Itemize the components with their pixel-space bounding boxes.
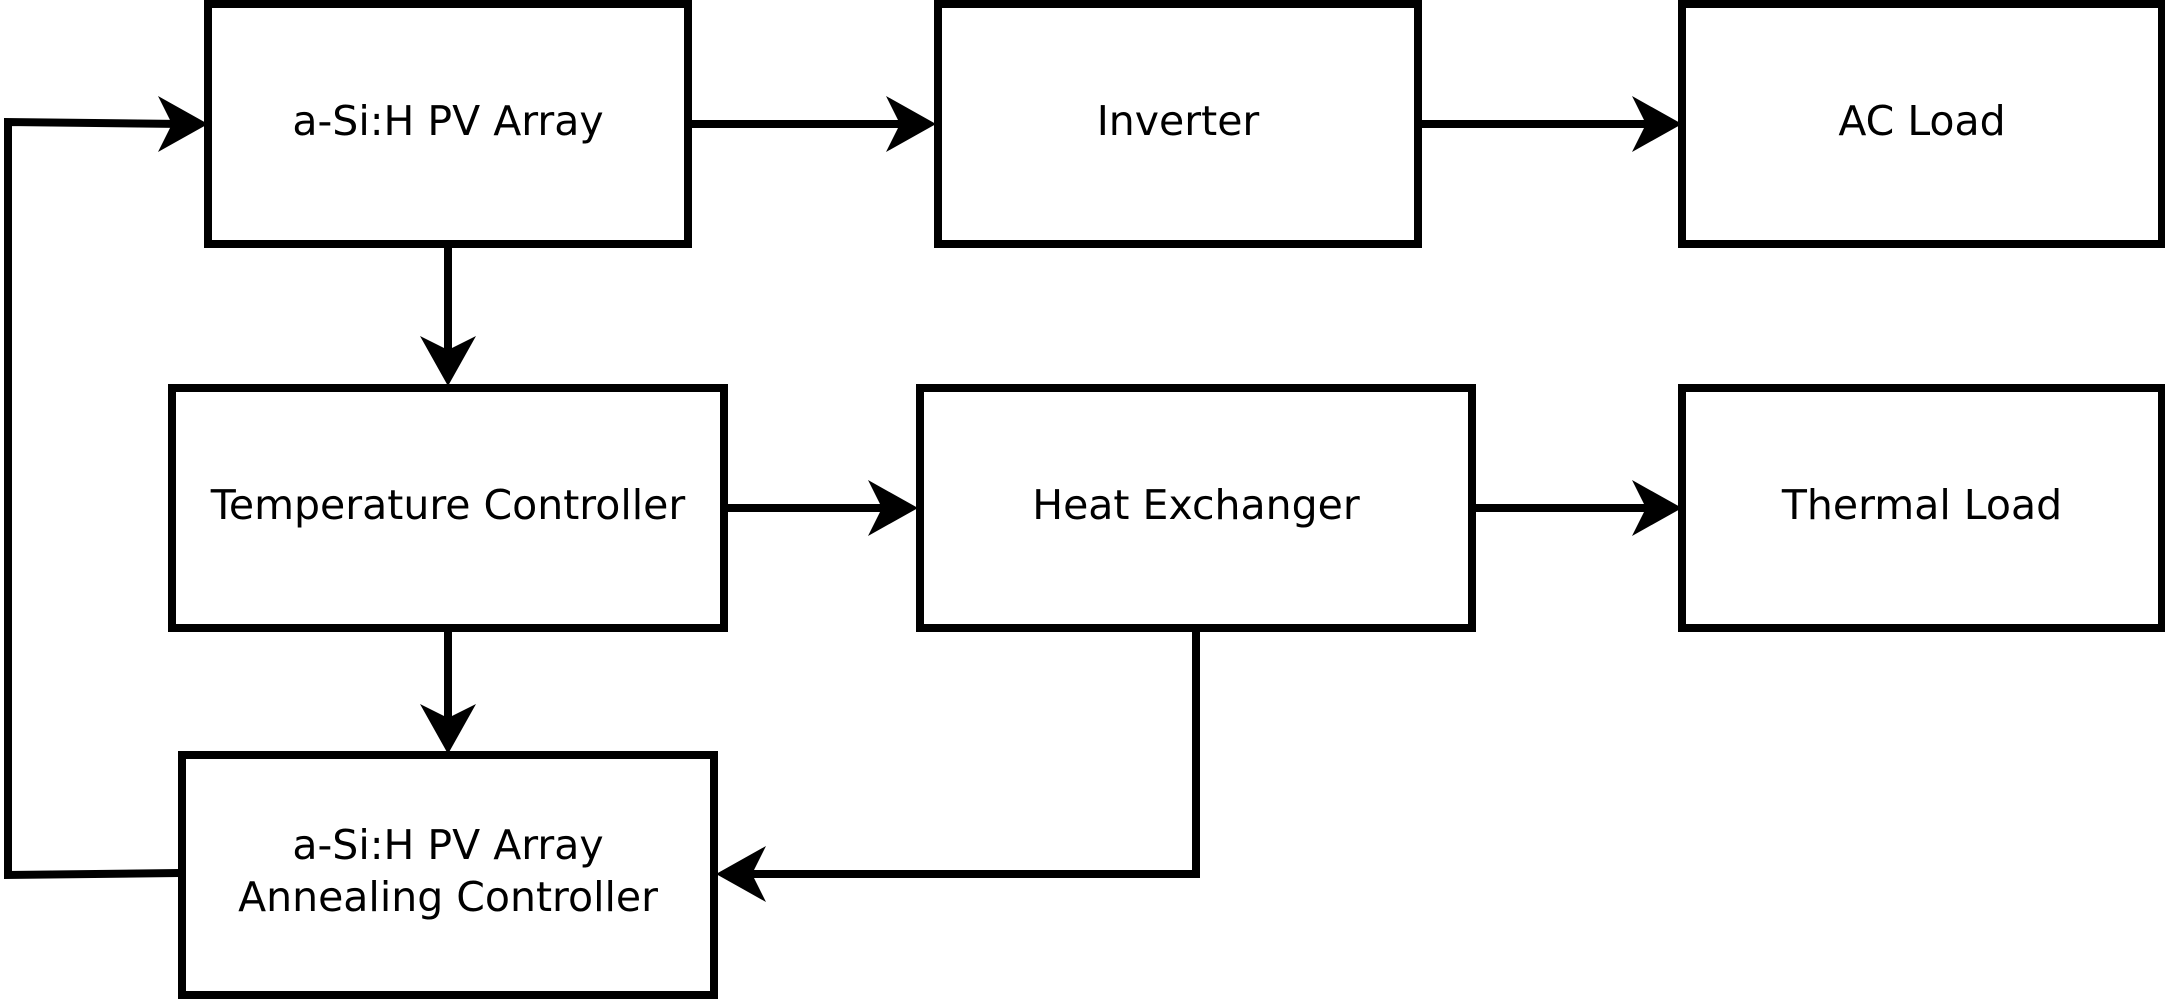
- edge-heat-exchanger-to-thermal-load: [1476, 480, 1682, 536]
- node-heat-exchanger-label: Heat Exchanger: [1032, 481, 1360, 529]
- node-thermal-load-label: Thermal Load: [1781, 481, 2062, 529]
- node-inverter: Inverter: [934, 0, 1422, 248]
- edge-pv-array-to-temperature-controller: [420, 245, 476, 386]
- edge-heat-exchanger-to-annealing-controller: [716, 630, 1200, 902]
- node-inverter-label: Inverter: [1097, 97, 1260, 145]
- node-thermal-load: Thermal Load: [1678, 384, 2165, 632]
- node-annealing-controller-label-line1: a-Si:H PV Array: [292, 821, 603, 869]
- node-pv-array: a-Si:H PV Array: [204, 0, 692, 248]
- node-pv-array-label: a-Si:H PV Array: [292, 97, 603, 145]
- edge-pv-array-to-inverter: [692, 96, 936, 152]
- edge-temperature-controller-to-annealing-controller: [420, 630, 476, 754]
- node-ac-load-label: AC Load: [1838, 97, 2005, 145]
- node-annealing-controller-label-line2: Annealing Controller: [238, 873, 658, 921]
- node-ac-load: AC Load: [1678, 0, 2165, 248]
- edge-temperature-controller-to-heat-exchanger: [728, 480, 918, 536]
- node-annealing-controller: a-Si:H PV Array Annealing Controller: [178, 751, 718, 999]
- edge-annealing-controller-feedback-to-pv-array: [4, 96, 208, 880]
- node-temperature-controller-label: Temperature Controller: [210, 481, 686, 529]
- node-temperature-controller: Temperature Controller: [168, 384, 728, 632]
- edge-inverter-to-ac-load: [1422, 96, 1682, 152]
- node-heat-exchanger: Heat Exchanger: [916, 384, 1476, 632]
